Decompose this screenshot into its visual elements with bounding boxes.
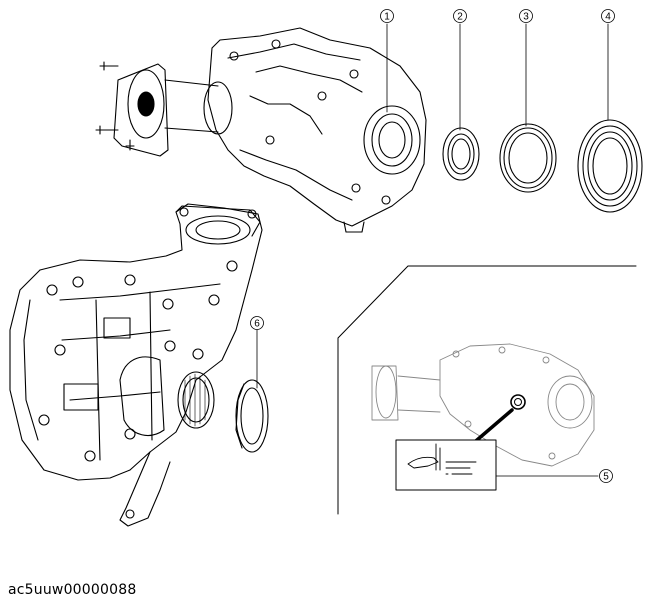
inset-panel bbox=[337, 265, 637, 515]
callout-1-label: 1 bbox=[384, 12, 390, 23]
callout-3-label: 3 bbox=[523, 12, 529, 23]
leader-lines-top bbox=[386, 23, 609, 131]
callout-1: 1 bbox=[380, 9, 394, 23]
transfer-case-top bbox=[95, 27, 427, 233]
callout-2-label: 2 bbox=[457, 12, 463, 23]
callout-3: 3 bbox=[519, 9, 533, 23]
oil-seal-6 bbox=[235, 379, 269, 453]
callout-6-label: 6 bbox=[254, 319, 260, 330]
callout-4-label: 4 bbox=[605, 12, 611, 23]
callout-2: 2 bbox=[453, 9, 467, 23]
callout-4: 4 bbox=[601, 9, 615, 23]
callout-5: 5 bbox=[599, 469, 613, 483]
oil-seal-4 bbox=[577, 119, 643, 213]
callout-5-label: 5 bbox=[603, 472, 609, 483]
transmission-assembly bbox=[9, 203, 263, 527]
oil-seal-3 bbox=[499, 123, 557, 193]
callout-6: 6 bbox=[250, 316, 264, 330]
figure-code: ac5uuw00000088 bbox=[8, 582, 137, 598]
oil-fill-icon bbox=[407, 443, 477, 475]
oil-seal-2 bbox=[442, 127, 480, 181]
